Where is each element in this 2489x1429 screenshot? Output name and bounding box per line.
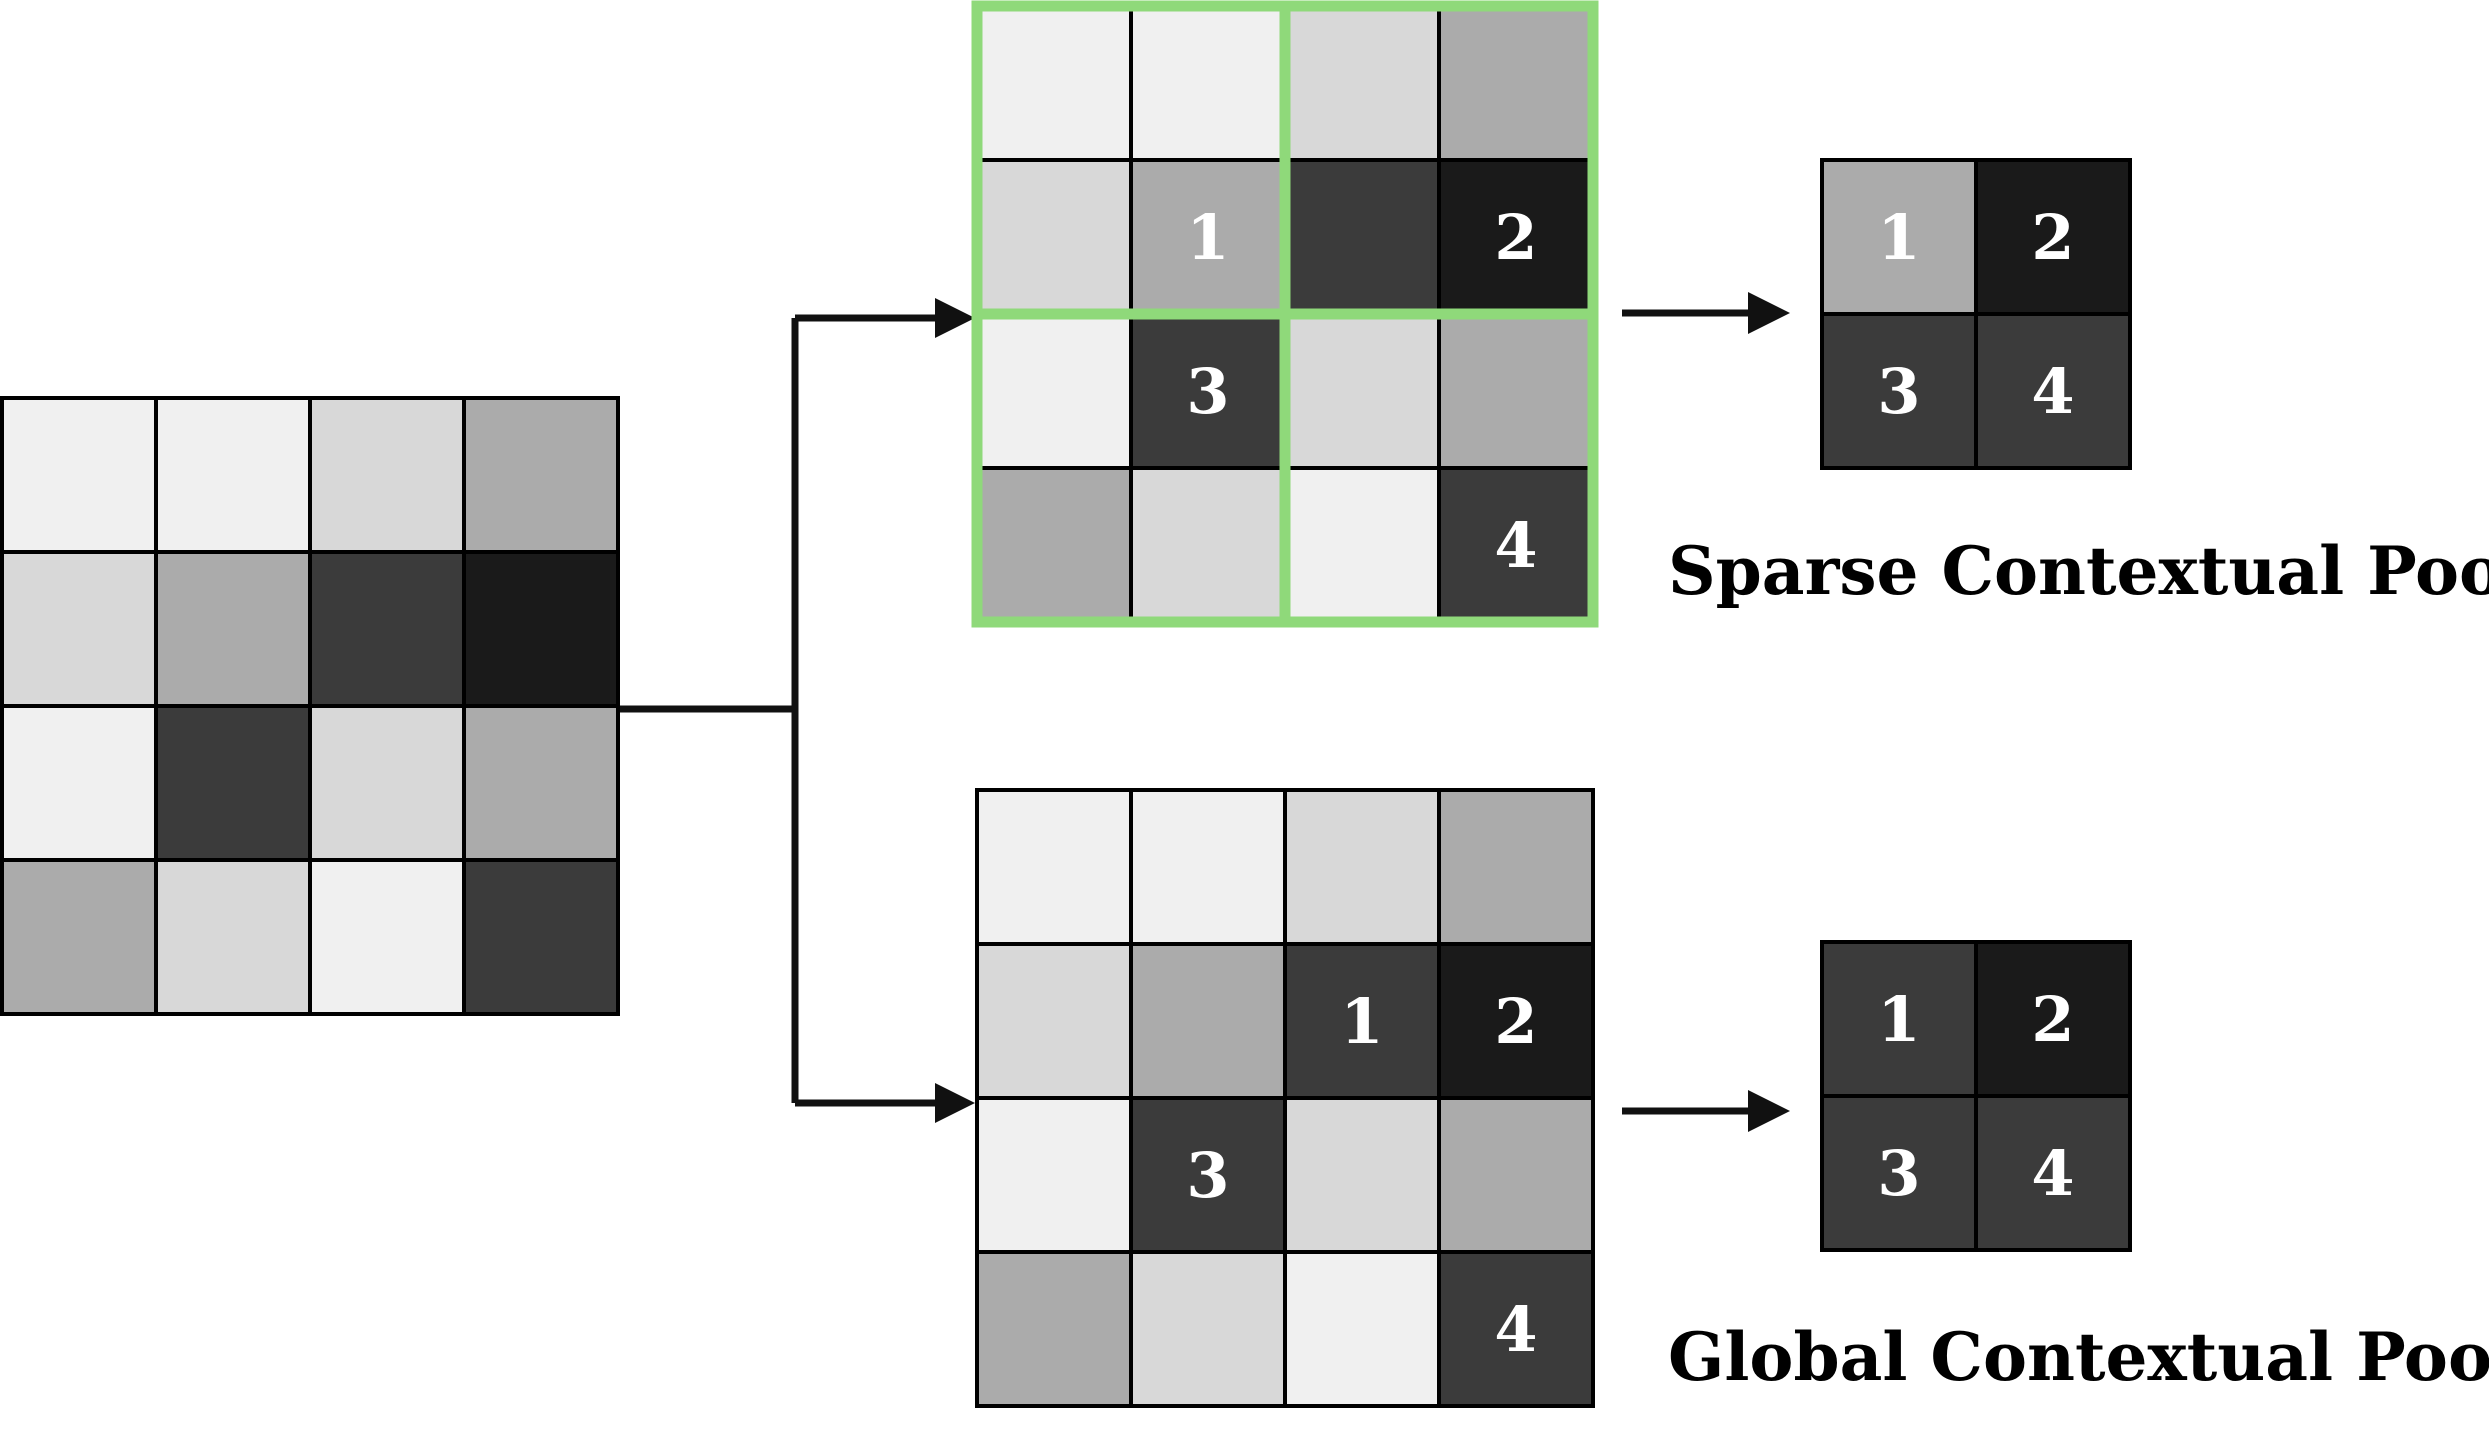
global-grid-cell [975,1250,1133,1408]
input-feature-grid [0,396,620,1016]
global-grid-cell [1437,1096,1595,1254]
global-pooling-grid: 1 2 3 4 [975,788,1595,1408]
input-grid-cell [0,858,158,1016]
global-grid-cell [1129,1250,1287,1408]
sparse-grid-cell [975,466,1133,624]
global-grid-cell [1129,942,1287,1100]
global-grid-cell-number: 3 [1186,1139,1229,1212]
input-grid-cell [308,550,466,708]
input-grid-cell [154,550,312,708]
sparse-grid-cell [1283,4,1441,162]
global-output-cell [1974,1094,2132,1252]
sparse-pooling-grid: 1 2 3 4 [975,4,1595,624]
global-grid-cell [1129,788,1287,946]
sparse-grid-cell-number: 3 [1186,355,1229,428]
global-grid-cell [1437,788,1595,946]
input-grid-cell [154,704,312,862]
sparse-grid-cell [975,4,1133,162]
sparse-pooling-region-highlight [971,0,1599,628]
global-grid-cell [1129,1096,1287,1254]
sparse-grid-cell [1283,312,1441,470]
sparse-grid-cell [1437,312,1595,470]
sparse-output-cell [1820,312,1978,470]
global-output-cell-number: 2 [2031,983,2074,1056]
arrow-to-sparse-grid [935,298,975,338]
sparse-grid-cell-number: 2 [1494,201,1537,274]
input-grid-cell [308,396,466,554]
sparse-pooling-label: Sparse Contextual Pooling [1668,532,2489,610]
sparse-grid-cell [1283,158,1441,316]
sparse-output-cell [1974,312,2132,470]
sparse-output-cell-number: 2 [2031,201,2074,274]
global-grid-cell [975,1096,1133,1254]
global-grid-cell-number: 4 [1494,1293,1537,1366]
branch-connectors [620,292,1790,1132]
sparse-grid-cell [1437,4,1595,162]
global-grid-cell-number: 2 [1494,985,1537,1058]
arrow-global-to-output-head [1748,1090,1790,1132]
global-output-cell [1820,1094,1978,1252]
input-grid-cell [0,550,158,708]
global-grid-cell [1283,942,1441,1100]
input-grid-cell [0,396,158,554]
global-grid-cell [975,788,1133,946]
sparse-grid-cell-number: 1 [1186,201,1229,274]
sparse-output-cell-number: 4 [2031,355,2074,428]
input-grid-cell [308,858,466,1016]
global-grid-cell-number: 1 [1340,985,1383,1058]
global-output-cell-number: 3 [1877,1137,1920,1210]
sparse-grid-cell [1129,4,1287,162]
global-grid-cell [1437,1250,1595,1408]
input-grid-cell [462,550,620,708]
arrow-sparse-to-output-head [1748,292,1790,334]
sparse-grid-cell [1283,466,1441,624]
global-grid-cell [975,942,1133,1100]
global-grid-cell [1437,942,1595,1100]
sparse-grid-cell [975,158,1133,316]
input-grid-cell [154,396,312,554]
input-grid-cell [462,396,620,554]
global-output-cell-number: 4 [2031,1137,2074,1210]
sparse-grid-cell [975,312,1133,470]
global-pooling-label: Global Contextual Pooling [1668,1318,2489,1396]
global-grid-cell [1283,1096,1441,1254]
input-grid-cell [462,704,620,862]
input-grid-cell [308,704,466,862]
global-grid-cell [1283,788,1441,946]
input-grid-cell [154,858,312,1016]
sparse-grid-cell [1129,466,1287,624]
global-pooling-output-grid: 1 2 3 4 [1820,940,2132,1252]
global-output-cell [1974,940,2132,1098]
branch-connector-line [620,314,935,1107]
sparse-pooling-output-grid: 1 2 3 4 [1820,158,2132,470]
sparse-grid-cell [1437,466,1595,624]
sparse-output-cell-number: 1 [1877,201,1920,274]
input-grid-cell [462,858,620,1016]
sparse-grid-cell-number: 4 [1494,509,1537,582]
global-output-cell-number: 1 [1877,983,1920,1056]
global-output-cell [1820,940,1978,1098]
sparse-output-cell-number: 3 [1877,355,1920,428]
arrow-to-global-grid [935,1083,975,1123]
global-grid-cell [1283,1250,1441,1408]
input-grid-cell [0,704,158,862]
